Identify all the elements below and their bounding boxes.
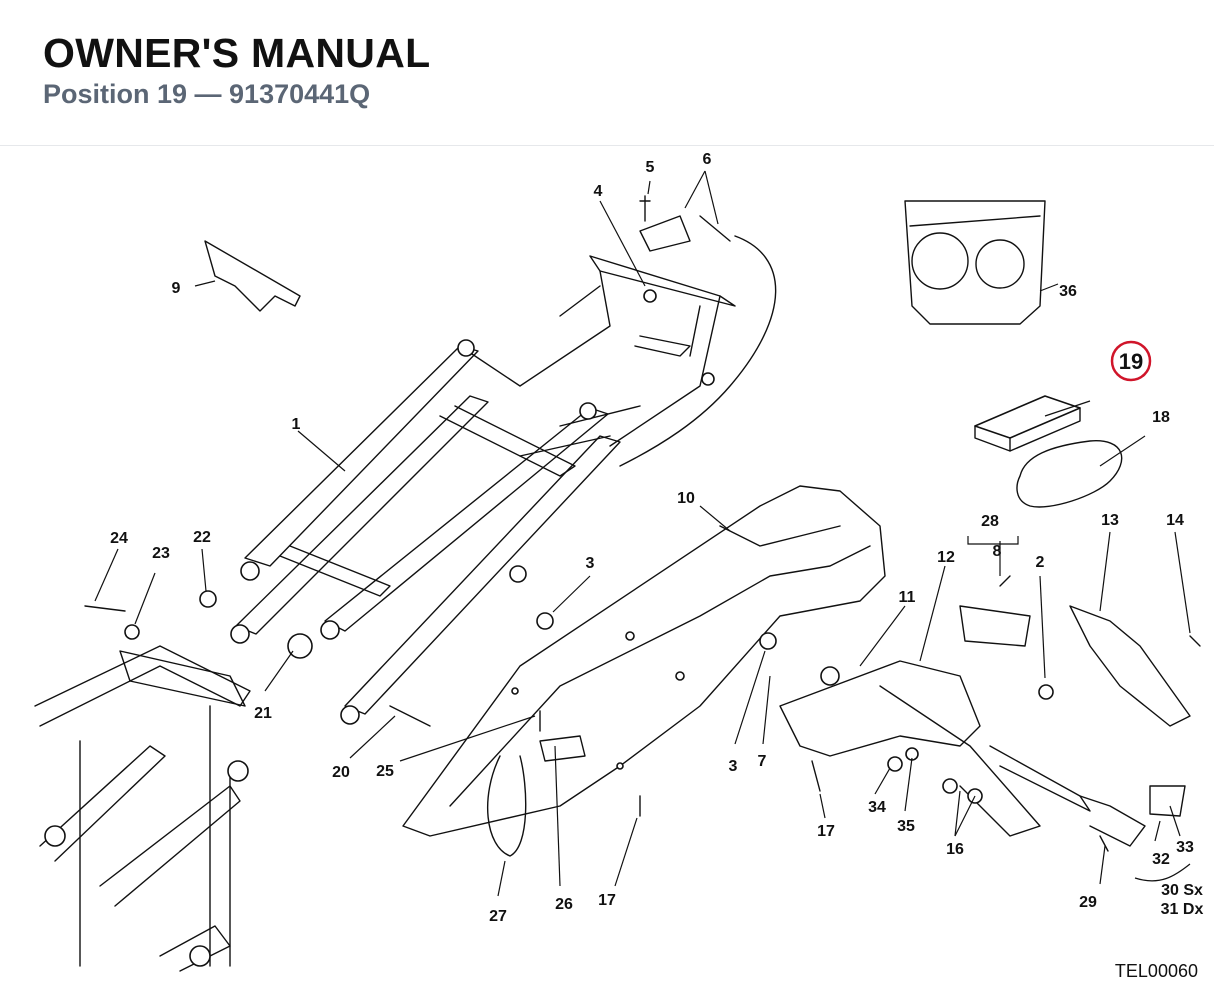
owners-manual-part — [974, 395, 1081, 452]
callout-3b: 3 — [729, 758, 738, 775]
callout-2: 2 — [1036, 554, 1045, 571]
leader-lines — [94, 170, 1191, 897]
callout-23: 23 — [152, 545, 170, 562]
callout-3: 3 — [586, 555, 595, 572]
hardware-parts — [84, 195, 1201, 857]
callout-31-dx: 31 Dx — [1161, 901, 1204, 918]
callout-10: 10 — [677, 490, 695, 507]
callout-17: 17 — [817, 823, 835, 840]
highlight-circle — [1110, 340, 1152, 382]
cable-clip — [204, 240, 301, 312]
callout-11: 11 — [899, 589, 916, 606]
callout-19: 19 — [1119, 349, 1143, 374]
callout-labels: 1 2 3 3 4 5 6 7 8 9 10 11 12 13 14 16 17… — [110, 151, 1203, 925]
callout-35: 35 — [897, 818, 915, 835]
callout-32: 32 — [1152, 851, 1170, 868]
callout-13: 13 — [1101, 512, 1119, 529]
callout-8: 8 — [993, 543, 1002, 560]
callout-16: 16 — [946, 841, 964, 858]
callout-14: 14 — [1166, 512, 1184, 529]
drawing-reference: TEL00060 — [1114, 961, 1198, 981]
seat-lock-cable — [619, 235, 777, 467]
callout-29: 29 — [1079, 894, 1097, 911]
callout-30-sx: 30 Sx — [1161, 882, 1203, 899]
callout-34: 34 — [868, 799, 886, 816]
callout-26: 26 — [555, 896, 573, 913]
callout-33: 33 — [1176, 839, 1194, 856]
callout-17b: 17 — [598, 892, 616, 909]
callout-27: 27 — [489, 908, 507, 925]
callout-7: 7 — [758, 753, 767, 770]
callout-6: 6 — [703, 151, 712, 168]
callout-12: 12 — [937, 549, 955, 566]
callout-36: 36 — [1059, 283, 1077, 300]
callout-18: 18 — [1152, 409, 1170, 426]
page-header: OWNER'S MANUAL Position 19 — 91370441Q — [0, 0, 1214, 146]
rear-subframe — [230, 255, 736, 725]
callout-21: 21 — [254, 705, 272, 722]
callout-25: 25 — [376, 763, 394, 780]
page-subtitle: Position 19 — 91370441Q — [43, 79, 371, 109]
page-title: OWNER'S MANUAL — [43, 30, 431, 76]
callout-1: 1 — [292, 416, 301, 433]
callout-20: 20 — [332, 764, 350, 781]
license-plate-holder — [779, 660, 1146, 847]
callout-22: 22 — [193, 529, 211, 546]
callout-24: 24 — [110, 530, 128, 547]
callout-28: 28 — [981, 513, 999, 530]
tail-light-assembly — [904, 200, 1046, 325]
callout-5: 5 — [646, 159, 655, 176]
exploded-parts-diagram: 19 1 2 3 3 4 5 6 7 8 9 10 11 12 13 14 16… — [0, 146, 1214, 996]
tool-kit-pouch — [1016, 440, 1123, 508]
callout-4: 4 — [594, 183, 603, 200]
main-frame-section — [34, 645, 251, 972]
rear-undertray — [402, 485, 886, 837]
callout-9: 9 — [172, 280, 181, 297]
number-plate-bracket — [1069, 605, 1191, 727]
